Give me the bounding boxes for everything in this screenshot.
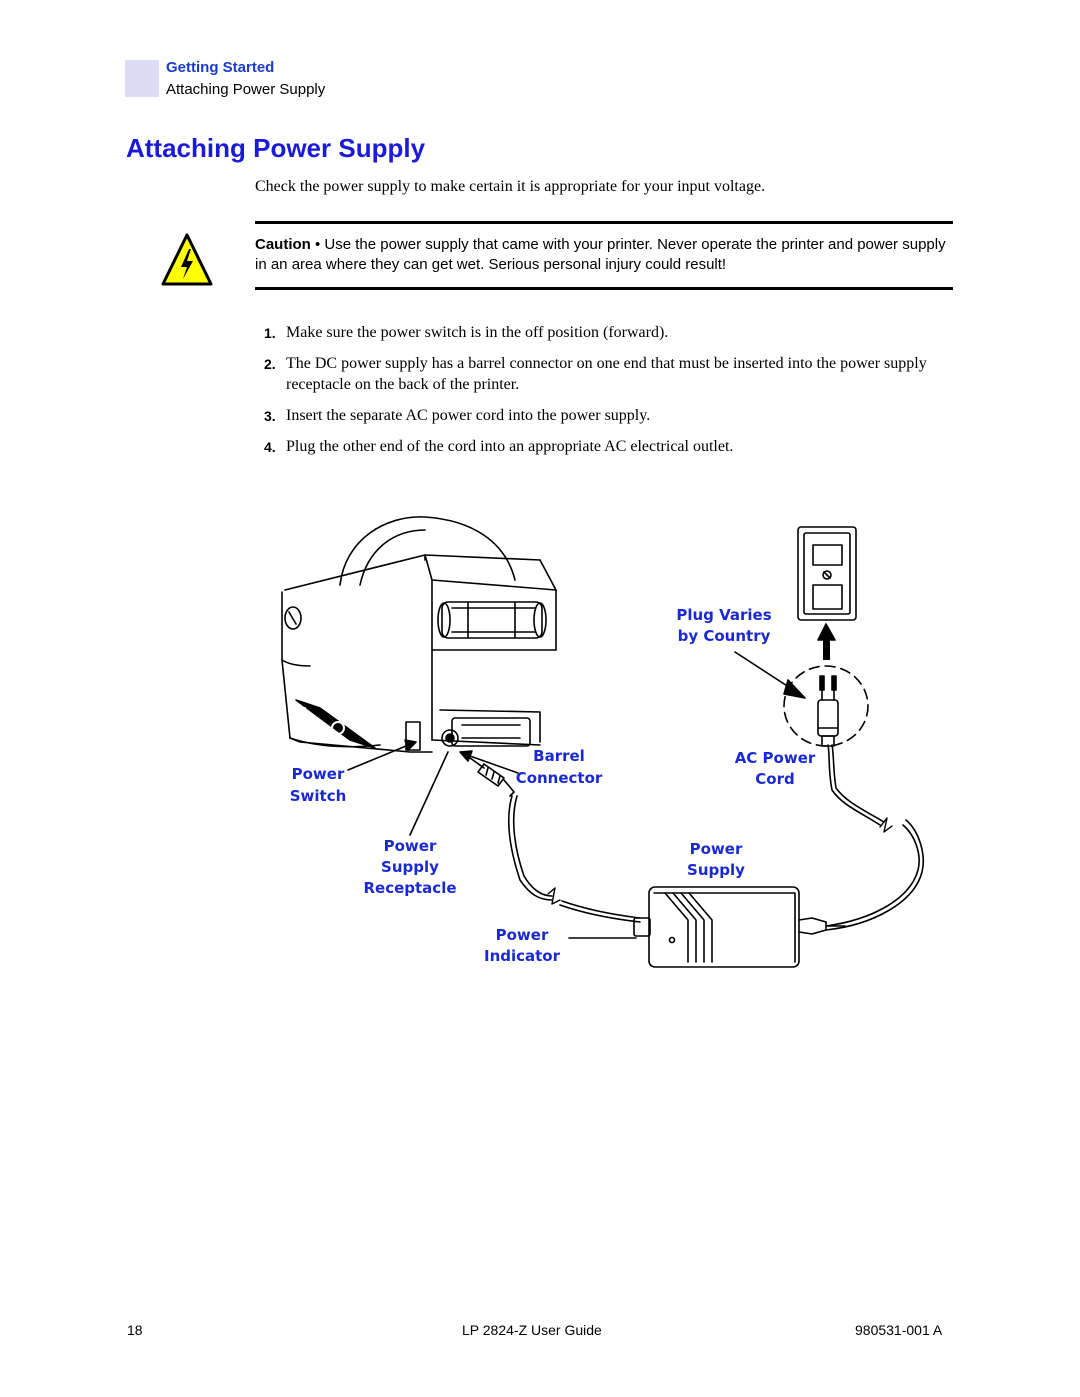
step-item: 3. Insert the separate AC power cord into… [258,405,948,426]
step-text: Insert the separate AC power cord into t… [286,407,651,424]
step-number: 4. [264,439,276,455]
label-by-country: by Country [678,627,771,645]
step-number: 1. [264,325,276,341]
power-connection-illustration: Plug Varies by Country Barrel Connector … [281,516,924,968]
power-switch-illustration [295,699,376,749]
label-power-switch-2: Switch [290,787,347,805]
section-tab-marker [125,60,159,97]
label-power-switch-1: Power [292,765,345,783]
footer-guide-title: LP 2824-Z User Guide [462,1322,602,1338]
label-ac-power: AC Power [735,749,816,767]
footer-document-id: 980531-001 A [855,1322,943,1338]
label-receptacle-2: Supply [381,858,439,876]
label-power-supply-1: Power [690,840,743,858]
electrical-hazard-icon [161,233,213,286]
step-item: 2. The DC power supply has a barrel conne… [258,353,948,395]
label-power-indicator-2: Indicator [484,947,561,965]
power-supply-illustration [633,886,846,968]
label-connector: Connector [516,769,603,787]
label-power-indicator-1: Power [496,926,549,944]
step-item: 4. Plug the other end of the cord into an… [258,436,948,457]
label-barrel: Barrel [533,747,585,765]
label-power-supply-2: Supply [687,861,745,879]
subsection-heading: Attaching Power Supply [166,81,326,98]
ac-power-cord-illustration [783,665,924,931]
section-heading: Getting Started [166,59,275,76]
caution-top-rule [255,221,953,224]
caution-note: Caution • Use the power supply that came… [255,235,955,275]
barrel-connector-pointer [469,755,519,774]
step-number: 2. [264,356,276,372]
page-title: Attaching Power Supply [126,133,426,163]
label-cord: Cord [755,770,794,788]
label-receptacle-3: Receptacle [363,879,456,897]
caution-separator: • [310,236,325,253]
step-item: 1. Make sure the power switch is in the o… [258,322,948,343]
page-number: 18 [127,1322,143,1338]
caution-text: Use the power supply that came with your… [255,236,946,273]
printer-illustration [281,516,557,753]
caution-bottom-rule [255,287,953,290]
barrel-connector-illustration [465,754,641,923]
step-text: The DC power supply has a barrel connect… [286,355,927,393]
caution-label: Caution [255,236,311,253]
label-receptacle-1: Power [384,837,437,855]
up-arrow-icon [817,623,836,660]
wall-outlet-illustration [797,526,857,621]
step-text: Plug the other end of the cord into an a… [286,438,734,455]
label-plug-varies: Plug Varies [676,606,771,624]
step-text: Make sure the power switch is in the off… [286,324,669,341]
intro-paragraph: Check the power supply to make certain i… [255,178,766,195]
receptacle-pointer [409,751,449,836]
step-number: 3. [264,408,276,424]
step-list: 1. Make sure the power switch is in the o… [258,322,948,467]
